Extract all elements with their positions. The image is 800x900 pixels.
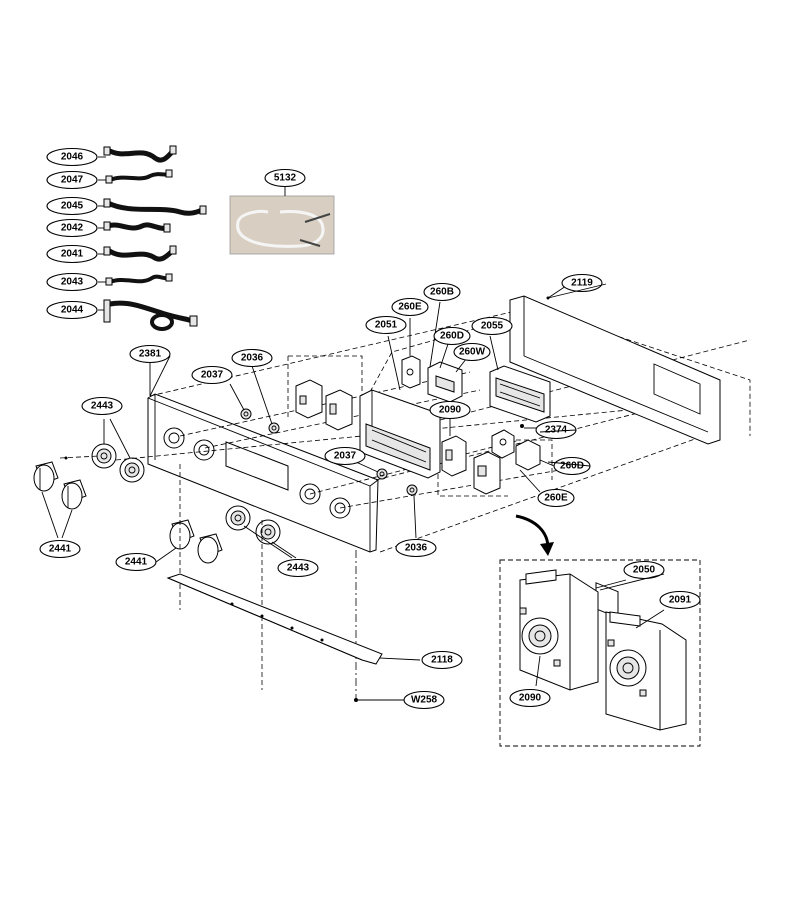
svg-text:2091: 2091 <box>669 595 692 606</box>
callout-260W: 260W <box>453 342 491 362</box>
svg-text:2044: 2044 <box>61 305 84 316</box>
spacers-2036-2037 <box>229 365 418 539</box>
part-5132-photo <box>229 185 335 255</box>
svg-text:2055: 2055 <box>481 321 504 332</box>
svg-text:2043: 2043 <box>61 277 84 288</box>
callout-2041: 2041 <box>46 244 98 264</box>
callout-W258: W258 <box>403 690 445 710</box>
wire-harness-2043 <box>98 273 173 286</box>
callout-2043: 2043 <box>46 272 98 292</box>
detail-box <box>499 559 701 747</box>
callout-2036-lower: 2036 <box>395 538 437 558</box>
svg-text:2045: 2045 <box>61 201 84 212</box>
callout-2090-mid: 2090 <box>429 400 471 420</box>
svg-text:2090: 2090 <box>519 693 542 704</box>
svg-text:260E: 260E <box>398 302 422 313</box>
callout-2042: 2042 <box>46 218 98 238</box>
svg-text:2041: 2041 <box>61 249 84 260</box>
svg-text:2381: 2381 <box>139 349 162 360</box>
callout-2055: 2055 <box>471 316 513 336</box>
callout-2046: 2046 <box>46 147 98 167</box>
svg-text:2036: 2036 <box>241 353 264 364</box>
svg-text:260B: 260B <box>430 287 454 298</box>
callout-260D-top: 260D <box>433 326 471 346</box>
knobs-2441-left <box>33 456 87 539</box>
callout-2118: 2118 <box>421 650 463 670</box>
knob-rings-2443-upper <box>91 418 145 483</box>
svg-text:2051: 2051 <box>375 320 398 331</box>
callout-2037-top: 2037 <box>191 365 233 385</box>
component-2055 <box>489 335 551 423</box>
callout-5132: 5132 <box>264 168 306 188</box>
callout-260B: 260B <box>423 282 461 302</box>
switch-modules-left <box>295 379 353 431</box>
callout-260D-lower: 260D <box>553 456 591 476</box>
svg-text:2441: 2441 <box>49 544 72 555</box>
svg-text:2037: 2037 <box>334 451 357 462</box>
knobs-2441-lower <box>155 519 223 564</box>
knob-rings-2443-lower <box>225 505 297 559</box>
svg-text:260D: 260D <box>440 331 464 342</box>
callout-2037-mid: 2037 <box>324 446 366 466</box>
svg-text:260E: 260E <box>544 493 568 504</box>
wire-harness-2047 <box>98 169 173 184</box>
callout-2090-detail: 2090 <box>509 688 551 708</box>
svg-text:2119: 2119 <box>571 278 593 289</box>
callout-2051: 2051 <box>365 315 407 335</box>
callout-2044: 2044 <box>46 300 98 320</box>
svg-text:2047: 2047 <box>61 175 84 186</box>
svg-text:260W: 260W <box>459 347 486 358</box>
callout-260E-lower: 260E <box>537 488 575 508</box>
svg-text:2090: 2090 <box>439 405 462 416</box>
callout-260E-top: 260E <box>391 297 429 317</box>
svg-text:2441: 2441 <box>125 557 148 568</box>
switch-260D-260E-lower <box>491 424 555 493</box>
callout-2441-left: 2441 <box>39 539 81 559</box>
svg-text:2443: 2443 <box>91 401 114 412</box>
bottom-trim-2118 <box>166 573 421 665</box>
screw-W258 <box>354 698 404 702</box>
svg-text:5132: 5132 <box>274 173 297 184</box>
callout-2091: 2091 <box>659 590 701 610</box>
wire-harness-2041 <box>98 245 177 262</box>
callout-2443-top: 2443 <box>81 396 123 416</box>
svg-text:2443: 2443 <box>287 563 310 574</box>
callout-2036-top: 2036 <box>231 348 273 368</box>
svg-text:2050: 2050 <box>633 565 656 576</box>
rear-bracket-2119 <box>509 285 721 619</box>
wire-harness-2045 <box>98 198 207 216</box>
wire-harness-2046 <box>98 145 177 163</box>
svg-text:2118: 2118 <box>431 655 453 666</box>
svg-text:2036: 2036 <box>405 543 428 554</box>
callout-2050: 2050 <box>623 560 665 580</box>
detail-arrow <box>515 514 554 556</box>
callout-2119: 2119 <box>561 273 603 293</box>
switch-260E-top <box>401 301 441 389</box>
callout-2047: 2047 <box>46 170 98 190</box>
svg-text:2046: 2046 <box>61 152 84 163</box>
callout-2381: 2381 <box>129 344 171 364</box>
callout-2045: 2045 <box>46 196 98 216</box>
relay-260D-260W <box>427 343 471 403</box>
callout-2441-lower: 2441 <box>115 552 157 572</box>
switches-2090-right <box>441 418 501 495</box>
svg-text:W258: W258 <box>411 695 438 706</box>
svg-text:2374: 2374 <box>545 425 568 436</box>
svg-text:260D: 260D <box>560 461 584 472</box>
callout-2374: 2374 <box>535 420 577 440</box>
callout-2443-lower: 2443 <box>277 558 319 578</box>
callout-leaders <box>149 283 665 591</box>
wire-harness-2042 <box>98 221 171 233</box>
svg-text:2042: 2042 <box>61 223 84 234</box>
wire-harness-2044 <box>98 299 198 331</box>
svg-text:2037: 2037 <box>201 370 224 381</box>
display-board-2051 <box>359 335 441 479</box>
